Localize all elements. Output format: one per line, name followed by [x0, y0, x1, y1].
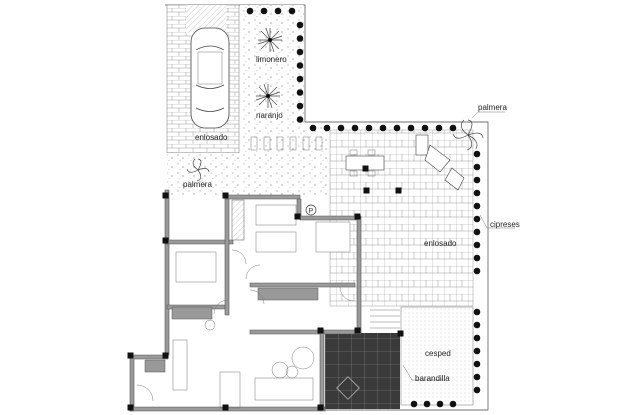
cypress-tree-icon — [473, 360, 481, 368]
svg-text:P: P — [309, 208, 314, 215]
cypress-tree-icon — [337, 124, 345, 132]
gravel-link — [240, 125, 330, 155]
lawn-cesped — [400, 306, 474, 406]
pillar — [317, 404, 324, 411]
pillar — [162, 352, 169, 359]
label-enlosado-driveway: enlosado — [195, 133, 228, 142]
cypress-tree-icon — [296, 102, 304, 110]
beds — [175, 204, 351, 283]
cypress-tree-icon — [473, 347, 481, 355]
cypress-tree-icon — [274, 7, 282, 15]
cypress-tree-icon — [449, 124, 457, 132]
cypress-tree-icon — [296, 116, 304, 123]
palmera-leader — [471, 111, 505, 119]
pillar — [397, 330, 404, 337]
living-furniture — [172, 319, 315, 409]
cypress-tree-icon — [296, 62, 304, 69]
house — [129, 189, 362, 412]
cypress-tree-icon — [473, 215, 481, 223]
cypress-tree-icon — [323, 124, 331, 132]
cypress-tree-icon — [473, 321, 481, 329]
cypress-tree-icon — [421, 124, 429, 132]
barandilla-leader — [402, 364, 445, 381]
cypress-tree-icon — [473, 241, 481, 249]
label-cesped: cesped — [425, 349, 451, 358]
pillar — [362, 165, 369, 172]
pillar — [127, 404, 134, 411]
cypress-tree-icon — [473, 176, 481, 184]
pillar — [294, 213, 301, 220]
cypress-tree-icon — [379, 124, 387, 132]
cypress-tree-icon — [260, 7, 268, 15]
cypress-tree-icon — [246, 7, 254, 15]
lemon-tree-icon — [257, 27, 283, 53]
cypress-tree-icon — [473, 163, 481, 171]
terrace-table — [336, 376, 360, 400]
cypress-tree-icon — [309, 124, 317, 132]
cypress-tree-icon — [407, 124, 415, 132]
pillar — [222, 404, 229, 411]
garden-strip-gravel — [240, 5, 304, 125]
pillar — [354, 213, 361, 220]
pillars — [127, 165, 404, 411]
pillar — [395, 187, 402, 194]
covered-terrace — [325, 333, 400, 409]
cypress-tree-icon — [473, 189, 481, 197]
cypress-tree-icon — [296, 21, 304, 29]
orange-tree-icon — [255, 83, 281, 109]
cypress-tree-icon — [473, 202, 481, 210]
pillar — [222, 192, 229, 199]
cipreses-leader — [479, 214, 515, 229]
cypress-tree-icon — [393, 124, 401, 132]
cypress-tree-icon — [473, 373, 481, 381]
palm-tree-front-icon — [186, 158, 210, 182]
cypress-tree-icon — [296, 48, 304, 56]
label-barandilla: barandilla — [415, 374, 450, 383]
cypress-tree-icon — [351, 124, 359, 132]
boiler-symbol: P — [305, 204, 317, 216]
label-enlosado-patio: enlosado — [424, 239, 457, 248]
cypress-tree-icon — [473, 228, 481, 236]
steps — [370, 309, 400, 329]
label-cipreses: cipreses — [490, 220, 520, 229]
car — [190, 27, 230, 129]
cypress-tree-icon — [423, 400, 431, 408]
sun-loungers — [415, 134, 465, 191]
cypress-tree-icon — [473, 150, 481, 158]
cypress-tree-icon — [473, 308, 481, 316]
cypress-tree-icon — [449, 400, 457, 408]
pillar — [317, 327, 324, 334]
cypress-trees — [246, 7, 481, 408]
cypress-tree-icon — [473, 334, 481, 342]
pillar — [162, 192, 169, 199]
cypress-tree-icon — [410, 400, 418, 408]
cypress-tree-icon — [436, 400, 444, 408]
doors — [136, 249, 355, 402]
stepping-stones — [250, 136, 323, 151]
label-limonero: limonero — [256, 55, 287, 64]
label-naranjo: naranjo — [256, 111, 283, 120]
palm-tree-patio-icon — [452, 119, 484, 151]
cypress-tree-icon — [296, 89, 304, 96]
cypress-tree-icon — [296, 75, 304, 83]
cypress-tree-icon — [473, 386, 481, 394]
pillar — [127, 352, 134, 359]
pillar — [354, 327, 361, 334]
label-palmera-front: palmera — [183, 180, 212, 189]
cypress-tree-icon — [435, 124, 443, 132]
cypress-tree-icon — [473, 267, 481, 275]
cypress-tree-icon — [365, 124, 373, 132]
cypress-tree-icon — [288, 7, 296, 15]
label-palmera-patio: palmera — [478, 103, 507, 112]
pillar — [162, 237, 169, 244]
cypress-tree-icon — [296, 35, 304, 42]
pillar — [363, 187, 370, 194]
cypress-tree-icon — [473, 254, 481, 262]
